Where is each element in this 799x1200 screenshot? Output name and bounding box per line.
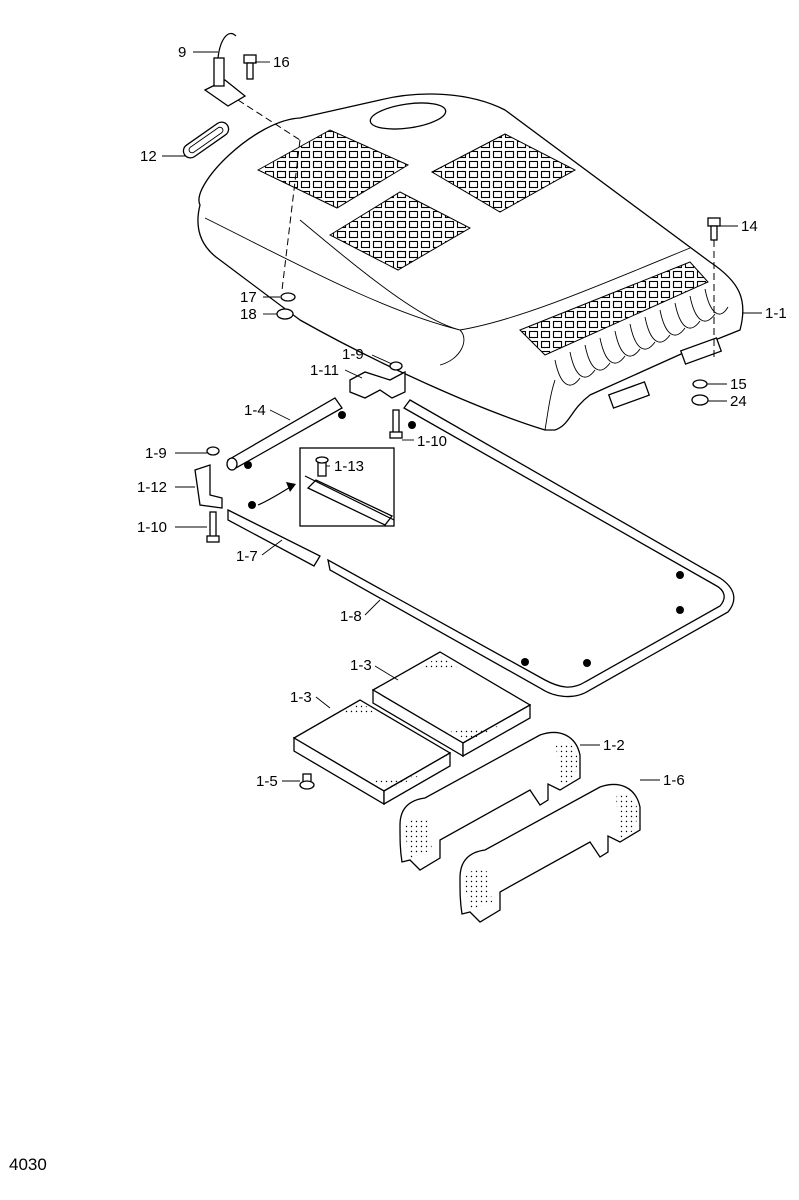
- callout-14: 14: [741, 218, 758, 235]
- callout-1-8: 1-8: [340, 608, 362, 625]
- callout-9: 9: [178, 44, 186, 61]
- cap-1-9-top: [389, 361, 403, 371]
- callout-1-6: 1-6: [663, 772, 685, 789]
- callout-1-3-lower: 1-3: [290, 689, 312, 706]
- pad-1-3-lower: [292, 699, 452, 806]
- callout-1-9-top: 1-9: [342, 346, 364, 363]
- washer-15: [692, 379, 708, 389]
- nut-18: [276, 308, 294, 320]
- nut-24: [691, 394, 709, 406]
- bracket-1-11: [349, 370, 406, 399]
- seal-12: [182, 121, 230, 159]
- callout-1-12: 1-12: [137, 479, 167, 496]
- callout-17: 17: [240, 289, 257, 306]
- rail-1-4: [226, 397, 343, 471]
- callout-12: 12: [140, 148, 157, 165]
- bracket-1-12: [194, 464, 223, 509]
- rail-1-7: [227, 508, 321, 567]
- cap-1-9-left: [206, 446, 220, 456]
- callout-1-10-top: 1-10: [417, 433, 447, 450]
- callout-1-13: 1-13: [334, 458, 364, 475]
- pad-1-3-upper: [371, 651, 532, 758]
- callout-1-2: 1-2: [603, 737, 625, 754]
- latch-assembly-9: [203, 32, 247, 107]
- detail-inset: [257, 447, 395, 527]
- callout-1-7: 1-7: [236, 548, 258, 565]
- callout-1-3-upper: 1-3: [350, 657, 372, 674]
- trim-1-2: [399, 731, 581, 871]
- clip-1-5: [299, 773, 315, 790]
- callout-labels: 9 16 12 14 17 18 1-1 15 24 1-9 1-11 1-4 …: [137, 44, 787, 790]
- page-number: 4030: [9, 1155, 47, 1174]
- washer-17: [280, 292, 296, 302]
- bolt-1-10-left: [206, 511, 220, 543]
- callout-1-5: 1-5: [256, 773, 278, 790]
- callout-1-1: 1-1: [765, 305, 787, 322]
- callout-18: 18: [240, 306, 257, 323]
- trim-1-6: [459, 783, 641, 923]
- bolt-14: [707, 217, 721, 360]
- reference-dots: [244, 411, 684, 667]
- callout-1-4: 1-4: [244, 402, 266, 419]
- callout-1-9-left: 1-9: [145, 445, 167, 462]
- roof-cover-1-1: [197, 93, 744, 431]
- frame-1-8: [327, 399, 735, 698]
- callout-1-10-left: 1-10: [137, 519, 167, 536]
- callout-15: 15: [730, 376, 747, 393]
- bolt-1-10-top: [389, 409, 403, 439]
- callout-24: 24: [730, 393, 747, 410]
- callout-16: 16: [273, 54, 290, 71]
- callout-1-11: 1-11: [310, 362, 339, 379]
- bolt-16: [243, 54, 257, 80]
- leader-lines: [162, 51, 762, 782]
